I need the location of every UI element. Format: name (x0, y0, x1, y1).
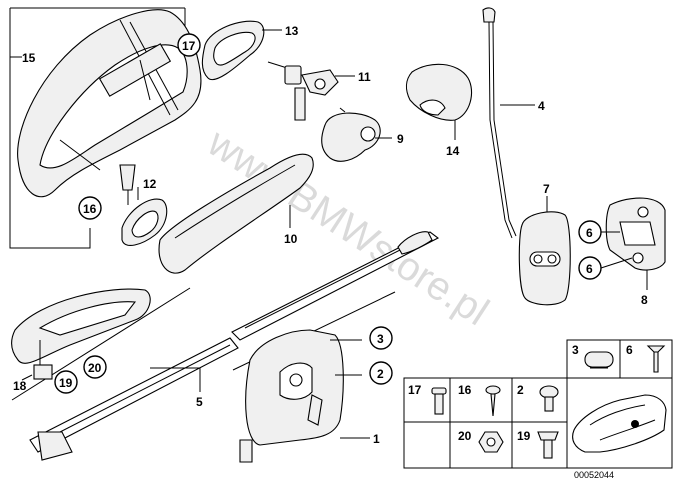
gasket-13: 13 (201, 20, 299, 81)
legend-item-6[interactable]: 6 (626, 343, 666, 373)
svg-text:7: 7 (543, 182, 550, 196)
legend-item-20[interactable]: 20 (458, 429, 504, 453)
callout-3[interactable]: 3 (369, 326, 393, 350)
svg-text:6: 6 (586, 226, 593, 240)
legend-item-3[interactable]: 3 (572, 343, 614, 369)
legend-item-16[interactable]: 16 (458, 383, 501, 417)
cap-14: 14 (405, 63, 473, 158)
svg-text:19: 19 (517, 429, 531, 443)
svg-text:12: 12 (143, 177, 157, 191)
svg-text:16: 16 (83, 202, 97, 216)
legend-item-2[interactable]: 2 (517, 383, 559, 412)
gasket-12: 12 (121, 177, 168, 246)
callout-20[interactable]: 20 (83, 355, 107, 379)
svg-text:3: 3 (572, 343, 579, 357)
callout-6a[interactable]: 6 (578, 220, 602, 244)
svg-text:1: 1 (373, 432, 380, 446)
svg-text:9: 9 (397, 132, 404, 146)
lock-cylinder-11: 11 (267, 61, 371, 121)
svg-text:5: 5 (196, 395, 203, 409)
svg-text:16: 16 (458, 383, 472, 397)
svg-text:2: 2 (517, 383, 524, 397)
callout-15[interactable]: 15 (22, 51, 36, 65)
bowden-cable: 5 (29, 231, 440, 461)
diagram-code: 00052044 (574, 470, 614, 480)
svg-text:3: 3 (377, 332, 384, 346)
svg-text:4: 4 (538, 99, 545, 113)
door-lock-1: 1 (232, 291, 396, 463)
rod-4: 4 (482, 7, 545, 239)
inner-handle-18: 18 (11, 287, 191, 401)
outer-handle-10: 10 (158, 153, 314, 274)
svg-text:20: 20 (88, 361, 102, 375)
svg-text:10: 10 (284, 232, 298, 246)
svg-text:8: 8 (641, 293, 648, 307)
legend-item-17[interactable]: 17 (408, 383, 447, 415)
svg-text:6: 6 (586, 262, 593, 276)
svg-text:14: 14 (446, 144, 460, 158)
svg-text:18: 18 (13, 379, 27, 393)
svg-text:17: 17 (182, 39, 196, 53)
callout-17[interactable]: 17 (177, 33, 201, 57)
legend-item-19[interactable]: 19 (517, 429, 559, 459)
handle-carrier (17, 9, 202, 205)
svg-text:6: 6 (626, 343, 633, 357)
legend-box: 3 6 17 16 2 20 (403, 339, 673, 480)
part-9: 9 (321, 107, 404, 162)
striker-cover-7: 7 (518, 182, 571, 306)
callout-19[interactable]: 19 (54, 370, 78, 394)
car-location-icon (572, 394, 667, 453)
svg-text:2: 2 (377, 367, 384, 381)
svg-text:19: 19 (59, 376, 73, 390)
callout-6b[interactable]: 6 (578, 256, 602, 280)
svg-text:13: 13 (285, 24, 299, 38)
svg-text:20: 20 (458, 429, 472, 443)
callout-2[interactable]: 2 (369, 361, 393, 385)
svg-text:11: 11 (358, 70, 371, 84)
callout-16[interactable]: 16 (78, 196, 102, 220)
striker-8: 8 (600, 197, 666, 307)
svg-text:17: 17 (408, 383, 422, 397)
